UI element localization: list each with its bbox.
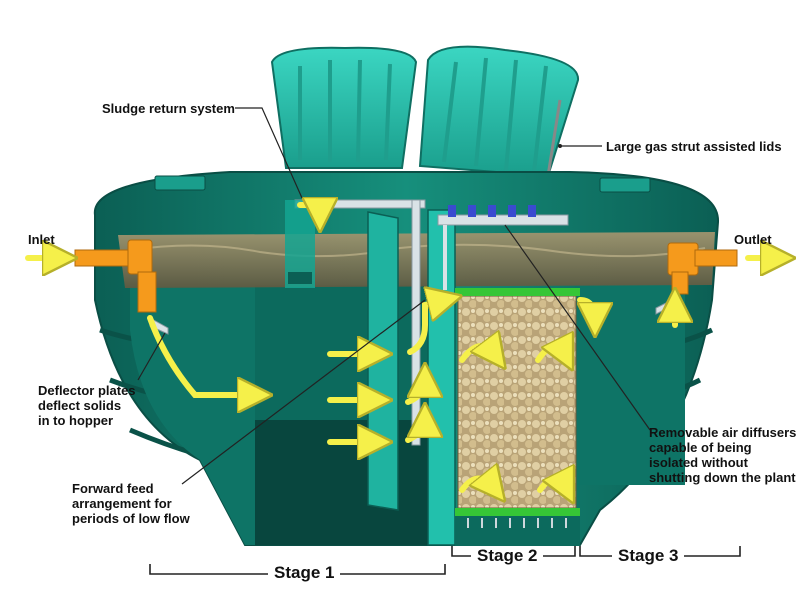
media-grid-top — [455, 288, 580, 296]
gas-strut — [546, 99, 562, 177]
label-forward-feed: Forward feed arrangement for periods of … — [72, 481, 190, 526]
stage-1-label: Stage 1 — [268, 563, 341, 583]
air-diffuser-manifold — [437, 205, 569, 290]
lid-right — [418, 45, 580, 178]
label-gas-strut-lids: Large gas strut assisted lids — [606, 139, 782, 154]
label-air-diffusers: Removable air diffusers capable of being… — [649, 425, 797, 485]
baffle-wall — [367, 211, 399, 511]
lid-left — [270, 46, 418, 169]
outlet-pipe — [667, 242, 738, 295]
stage-2-label: Stage 2 — [471, 546, 544, 566]
flow-arrows — [25, 205, 778, 490]
stage-3-label: Stage 3 — [612, 546, 685, 566]
label-outlet: Outlet — [734, 232, 772, 247]
label-deflector-plates: Deflector plates deflect solids in to ho… — [38, 383, 136, 428]
label-inlet: Inlet — [28, 232, 55, 247]
label-sludge-return: Sludge return system — [102, 101, 235, 116]
sludge-return-pipe — [285, 199, 426, 446]
inlet-pipe — [74, 239, 157, 313]
media-grid-bottom — [455, 508, 580, 516]
callout-lines — [137, 107, 651, 485]
